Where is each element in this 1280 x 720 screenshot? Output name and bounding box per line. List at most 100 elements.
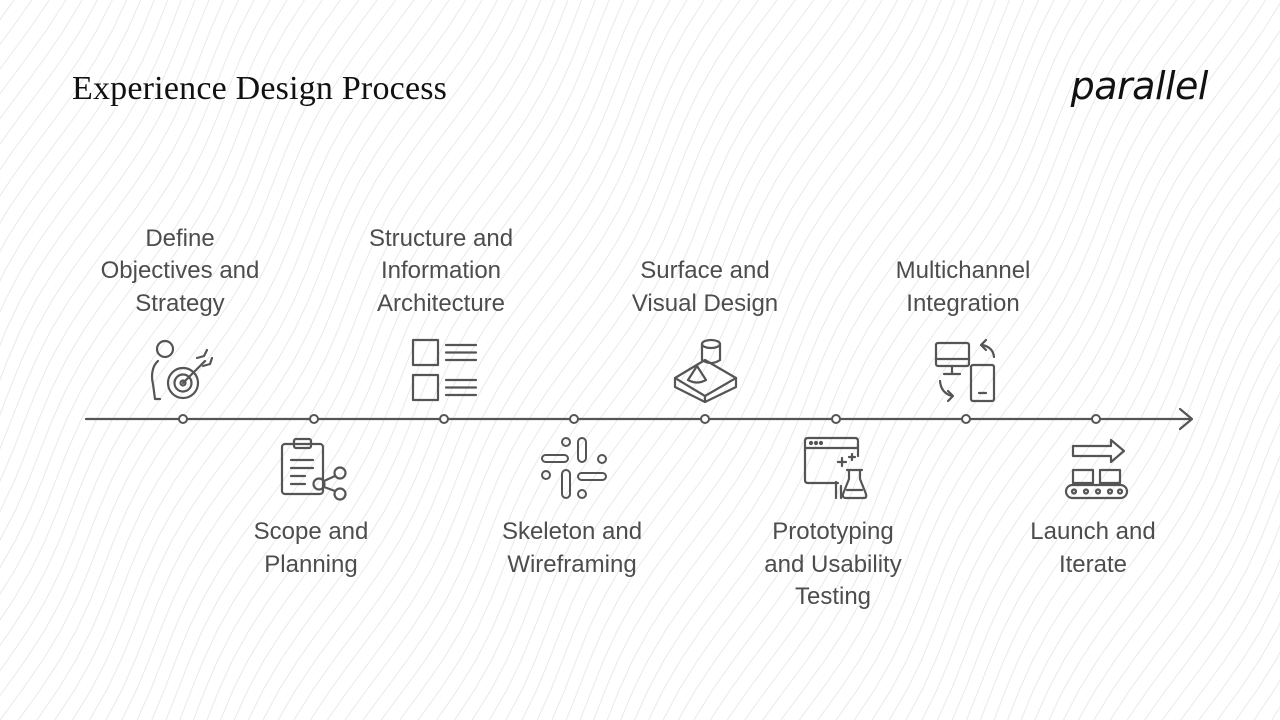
background-line [936, 107, 1280, 720]
background-line [634, 0, 1040, 720]
timeline-markers [178, 414, 1101, 424]
background-line [165, 0, 569, 720]
step-marker [569, 414, 579, 424]
background-line [362, 0, 778, 720]
background-line [0, 0, 255, 482]
background-line [0, 0, 113, 171]
background-line [277, 0, 688, 720]
background-line [105, 0, 513, 720]
background-line [1020, 256, 1280, 720]
clipboard-share-icon [280, 437, 347, 501]
background-line [1198, 590, 1280, 720]
background-line [0, 0, 128, 198]
step-marker [309, 414, 319, 424]
background-line [54, 0, 467, 720]
step-label-surface-visual: Surface and Visual Design [631, 257, 779, 317]
background-line [0, 0, 305, 569]
background-line [0, 0, 239, 450]
step-label-skeleton-wireframing: Skeleton and Wireframing [501, 518, 643, 578]
background-line [0, 0, 360, 647]
background-line [817, 0, 1232, 720]
background-line [192, 0, 596, 720]
background-line [1034, 282, 1280, 720]
background-line [436, 0, 850, 720]
background-line [871, 2, 1280, 720]
background-line [993, 206, 1280, 720]
background-line [551, 0, 956, 720]
background-line [151, 0, 556, 720]
step-marker [700, 414, 710, 424]
slack-grid-icon [541, 437, 607, 499]
background-line [0, 0, 142, 225]
background-line [454, 0, 867, 720]
background-line [888, 29, 1280, 720]
background-line [798, 0, 1214, 720]
step-label-prototyping-testing: Prototyping and Usability Testing [764, 518, 902, 610]
background-line [1093, 391, 1280, 720]
background-line [835, 0, 1250, 720]
conveyor-arrow-icon [1064, 438, 1129, 500]
background-line [0, 0, 224, 416]
background-line [0, 0, 415, 720]
background-line [853, 0, 1267, 720]
background-line [505, 0, 914, 720]
background-line [1109, 422, 1280, 720]
background-line [1007, 231, 1280, 720]
background-line [677, 0, 1088, 720]
background-line [0, 0, 378, 672]
background-line [0, 0, 196, 347]
background-line [220, 0, 625, 720]
background-line [1161, 523, 1280, 720]
background-line [0, 0, 271, 513]
background-line [36, 0, 450, 720]
background-line [18, 0, 433, 720]
background-line [620, 0, 1025, 720]
background-line [966, 157, 1280, 720]
background-line [233, 0, 639, 720]
page-title: Experience Design Process [72, 70, 448, 107]
background-line [488, 0, 899, 720]
step-label-scope-planning: Scope and Planning [253, 518, 369, 578]
background-line [380, 0, 796, 720]
background-line [309, 0, 723, 720]
step-marker [439, 414, 449, 424]
background-line [0, 0, 182, 314]
background-line [89, 0, 498, 720]
background-line [521, 0, 928, 720]
background-line [1077, 362, 1280, 720]
target-person-icon [150, 339, 214, 401]
3d-shapes-icon [673, 338, 738, 404]
background-line [0, 0, 155, 253]
step-label-launch-iterate: Launch and Iterate [1030, 518, 1156, 578]
step-label-define-objectives: Define Objectives and Strategy [100, 224, 260, 317]
background-line [121, 0, 528, 720]
list-layout-icon [411, 338, 478, 402]
background-line [417, 0, 832, 720]
background-line [921, 81, 1280, 720]
background-line [136, 0, 542, 720]
step-label-structure-architecture: Structure and Information Architecture [368, 224, 514, 317]
background-line [565, 0, 969, 720]
background-line [648, 0, 1055, 720]
step-label-multichannel: Multichannel Integration [895, 257, 1031, 317]
background-line [905, 56, 1280, 720]
step-marker [831, 414, 841, 424]
browser-lab-icon [803, 436, 868, 500]
background-line [344, 0, 759, 720]
background-line [1048, 308, 1280, 720]
brand-logo: parallel [1070, 64, 1209, 108]
background-line [0, 0, 98, 145]
background-line [536, 0, 942, 720]
background-line [726, 0, 1141, 720]
background-line [593, 0, 997, 720]
background-line [293, 0, 705, 720]
timeline-arrowhead [1178, 407, 1194, 431]
background-line [1180, 558, 1280, 720]
background-line [471, 0, 883, 720]
background-line [179, 0, 583, 720]
background-line [0, 0, 397, 697]
background-line [0, 0, 288, 541]
background-line [0, 0, 210, 381]
